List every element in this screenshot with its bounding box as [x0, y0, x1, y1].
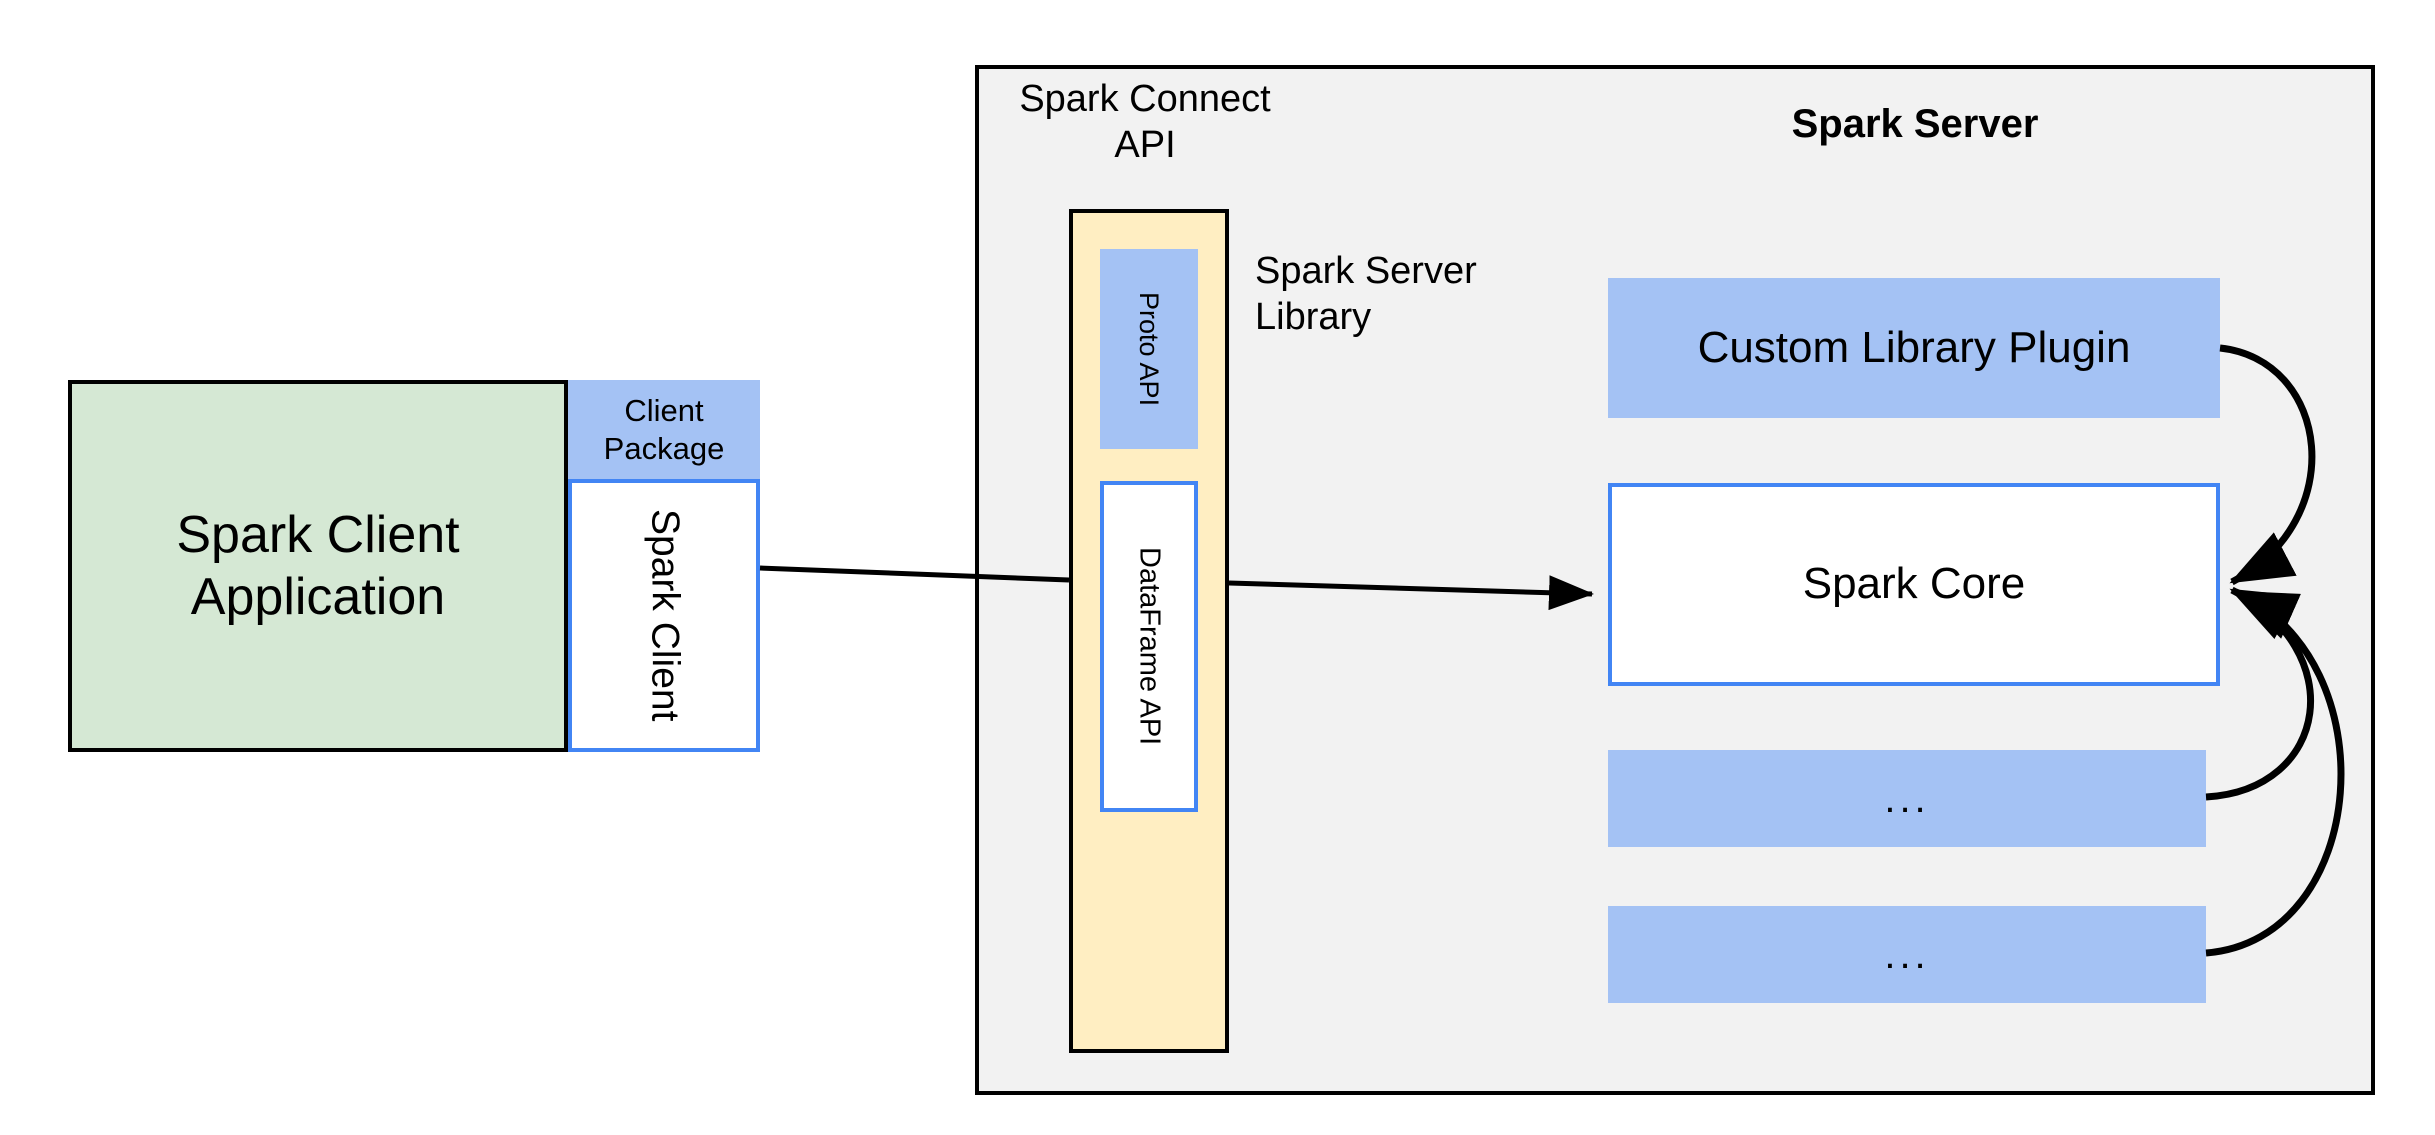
- spark-connect-api-label-line1: Spark Connect: [1019, 78, 1271, 121]
- spark-core-box[interactable]: Spark Core: [1608, 483, 2220, 686]
- custom-library-plugin-box[interactable]: Custom Library Plugin: [1608, 278, 2220, 418]
- spark-client-application-label-line1: Spark Client: [176, 505, 460, 564]
- server-component-ellipsis-2[interactable]: ...: [1608, 906, 2206, 1003]
- spark-client-label: Spark Client: [643, 509, 687, 722]
- spark-client-box[interactable]: Spark Client: [568, 479, 760, 752]
- dataframe-api-label: DataFrame API: [1133, 547, 1166, 746]
- spark-server-library-label-line1: Spark Server: [1255, 250, 1477, 293]
- spark-server-library-label: Spark Server Library: [1255, 240, 1525, 350]
- spark-connect-api-label: Spark Connect API: [1000, 68, 1290, 178]
- proto-api-label: Proto API: [1134, 291, 1165, 407]
- spark-client-application-label-line2: Application: [190, 568, 446, 626]
- server-component-ellipsis-1[interactable]: ...: [1608, 750, 2206, 847]
- dataframe-api-box[interactable]: DataFrame API: [1100, 481, 1198, 812]
- spark-connect-api-label-line2: API: [1114, 124, 1176, 166]
- spark-server-library-label-line2: Library: [1255, 296, 1372, 338]
- spark-server-title: Spark Server: [1791, 102, 2039, 146]
- spark-client-application-box[interactable]: Spark Client Application: [68, 380, 568, 752]
- client-package-label-line1: Client: [624, 393, 704, 429]
- client-package-box[interactable]: Client Package: [568, 380, 760, 479]
- client-package-label-line2: Package: [603, 430, 725, 466]
- proto-api-box[interactable]: Proto API: [1100, 249, 1198, 449]
